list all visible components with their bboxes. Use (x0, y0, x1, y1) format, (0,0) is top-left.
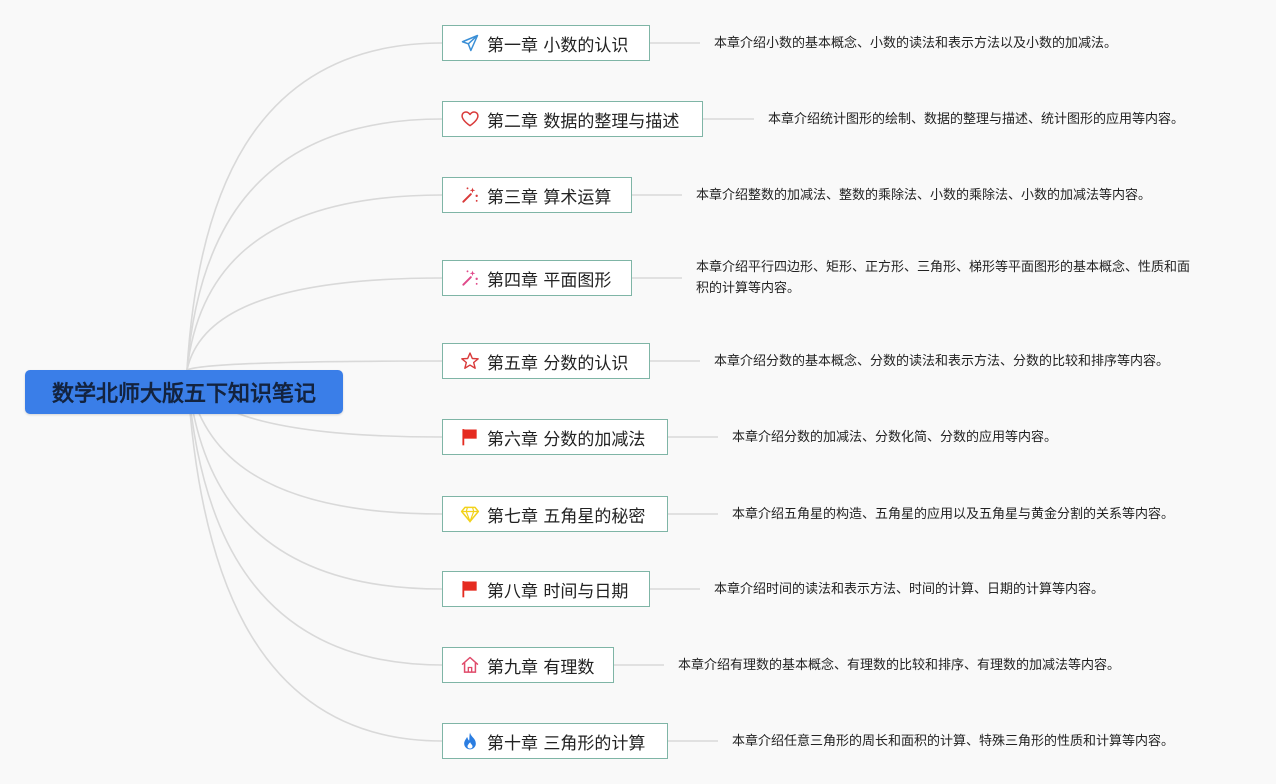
branch-line-8 (186, 369, 443, 590)
branch-line-5 (186, 360, 443, 371)
heart-icon (459, 108, 481, 130)
chapter-description: 本章介绍平行四边形、矩形、正方形、三角形、梯形等平面图形的基本概念、性质和面积的… (696, 260, 1191, 296)
chapter-title: 第八章 时间与日期 (487, 581, 629, 602)
branch-line-10 (186, 369, 443, 742)
root-topic-label: 数学北师大版五下知识笔记 (51, 382, 316, 407)
flag-icon (459, 426, 481, 448)
chapter-description: 本章介绍统计图形的绘制、数据的整理与描述、统计图形的应用等内容。 (768, 112, 1185, 127)
chapter-node-10[interactable]: 第十章 三角形的计算 (442, 723, 668, 759)
chapter-node-5[interactable]: 第五章 分数的认识 (442, 343, 650, 379)
home-icon (459, 654, 481, 676)
chapter-node-6[interactable]: 第六章 分数的加减法 (442, 419, 668, 455)
chapter-description: 本章介绍任意三角形的周长和面积的计算、特殊三角形的性质和计算等内容。 (732, 734, 1175, 749)
branch-line-2 (186, 118, 443, 371)
root-topic[interactable]: 数学北师大版五下知识笔记 (25, 370, 343, 414)
chapter-description: 本章介绍分数的基本概念、分数的读法和表示方法、分数的比较和排序等内容。 (714, 354, 1170, 369)
magic-wand-icon (459, 184, 481, 206)
branch-line-4 (186, 277, 443, 371)
diamond-icon (459, 503, 481, 525)
chapter-description: 本章介绍五角星的构造、五角星的应用以及五角星与黄金分割的关系等内容。 (732, 507, 1175, 522)
chapter-description: 本章介绍时间的读法和表示方法、时间的计算、日期的计算等内容。 (714, 582, 1105, 597)
chapter-title: 第五章 分数的认识 (487, 353, 629, 374)
chapter-node-2[interactable]: 第二章 数据的整理与描述 (442, 101, 703, 137)
chapter-description: 本章介绍有理数的基本概念、有理数的比较和排序、有理数的加减法等内容。 (678, 658, 1121, 673)
chapter-node-9[interactable]: 第九章 有理数 (442, 647, 614, 683)
chapter-node-8[interactable]: 第八章 时间与日期 (442, 571, 650, 607)
chapter-title: 第十章 三角形的计算 (487, 733, 646, 754)
magic-wand-icon (459, 267, 481, 289)
chapter-description: 本章介绍小数的基本概念、小数的读法和表示方法以及小数的加减法。 (714, 36, 1118, 51)
chapter-description: 本章介绍整数的加减法、整数的乘除法、小数的乘除法、小数的加减法等内容。 (696, 188, 1152, 203)
branch-line-3 (186, 194, 443, 371)
flag-icon (459, 578, 481, 600)
chapter-title: 第三章 算术运算 (487, 187, 612, 208)
chapter-title: 第四章 平面图形 (487, 270, 612, 291)
paper-plane-icon (459, 32, 481, 54)
chapter-title: 第一章 小数的认识 (487, 35, 629, 56)
branch-line-1 (186, 42, 443, 371)
chapter-node-1[interactable]: 第一章 小数的认识 (442, 25, 650, 61)
chapter-title: 第九章 有理数 (487, 657, 595, 678)
chapter-title: 第二章 数据的整理与描述 (487, 111, 680, 132)
chapter-node-4[interactable]: 第四章 平面图形 (442, 260, 632, 296)
chapter-description: 本章介绍分数的加减法、分数化简、分数的应用等内容。 (732, 430, 1058, 445)
star-icon (459, 350, 481, 372)
chapter-node-3[interactable]: 第三章 算术运算 (442, 177, 632, 213)
chapter-title: 第六章 分数的加减法 (487, 429, 646, 450)
chapter-node-7[interactable]: 第七章 五角星的秘密 (442, 496, 668, 532)
flame-icon (459, 730, 481, 752)
branch-line-9 (186, 369, 443, 666)
chapter-title: 第七章 五角星的秘密 (487, 506, 646, 527)
